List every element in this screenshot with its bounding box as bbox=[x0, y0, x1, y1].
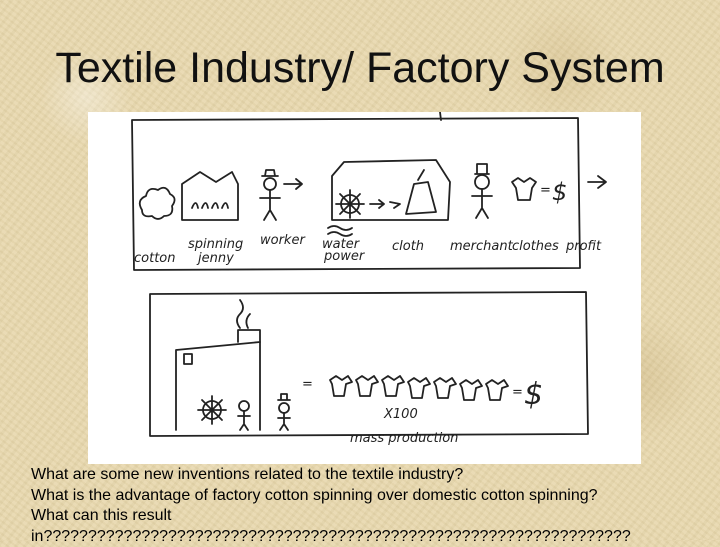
label-profit: profit bbox=[565, 239, 602, 254]
question-list: What are some new inventions related to … bbox=[31, 465, 711, 547]
clothes-icon bbox=[512, 178, 536, 200]
label-times-100: X100 bbox=[383, 407, 418, 422]
label-jenny: jenny bbox=[196, 251, 234, 266]
worker-figure-icon bbox=[278, 394, 290, 430]
label-worker: worker bbox=[260, 233, 306, 248]
chimney-icon bbox=[238, 330, 260, 342]
equals-sign: = bbox=[512, 385, 523, 400]
shirts-row-icon bbox=[330, 376, 508, 400]
smoke-icon bbox=[237, 300, 250, 328]
arrow-icon bbox=[284, 179, 302, 189]
water-wheel-icon bbox=[336, 190, 364, 218]
window-icon bbox=[184, 354, 192, 364]
sketch-canvas: = $ cotton spinning jenny worker water p… bbox=[88, 112, 641, 464]
question-3: What can this result bbox=[31, 506, 711, 527]
panel-tick bbox=[440, 112, 441, 120]
label-mass-production: mass production bbox=[350, 431, 458, 446]
spinning-jenny-icon bbox=[182, 172, 238, 220]
dollar-sign: $ bbox=[524, 377, 543, 412]
label-power: power bbox=[323, 249, 366, 264]
equals-sign: = bbox=[302, 377, 313, 392]
worker-figure-icon bbox=[238, 401, 250, 430]
gear-icon bbox=[198, 396, 226, 424]
arrow-icon bbox=[370, 200, 384, 208]
dollar-sign: $ bbox=[552, 178, 567, 206]
question-1: What are some new inventions related to … bbox=[31, 465, 711, 486]
arrow-icon bbox=[588, 176, 606, 188]
slide-title: Textile Industry/ Factory System bbox=[0, 40, 720, 96]
hand-drawn-diagram: = $ cotton spinning jenny worker water p… bbox=[88, 112, 641, 464]
question-2: What is the advantage of factory cotton … bbox=[31, 486, 711, 507]
cloth-icon bbox=[406, 170, 436, 214]
label-cotton: cotton bbox=[134, 251, 176, 266]
label-cloth: cloth bbox=[392, 239, 424, 254]
label-clothes: clothes bbox=[512, 239, 559, 254]
label-spinning: spinning bbox=[188, 237, 243, 252]
equals-sign: = bbox=[540, 183, 551, 198]
label-merchant: merchant bbox=[450, 239, 514, 254]
worker-figure-icon bbox=[260, 170, 280, 220]
question-3-continued: in??????????????????????????????????????… bbox=[31, 527, 711, 547]
cotton-icon bbox=[140, 188, 175, 219]
water-lines-icon bbox=[328, 226, 352, 236]
merchant-figure-icon bbox=[472, 164, 492, 218]
